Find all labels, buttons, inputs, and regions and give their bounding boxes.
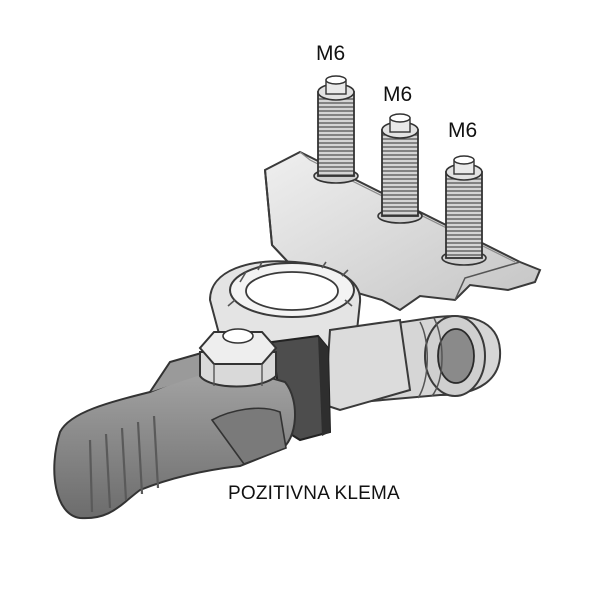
diagram-caption: POZITIVNA KLEMA [228,483,400,504]
stud-middle [377,113,423,224]
stud-label-middle: M6 [383,83,413,106]
stud-label-right: M6 [448,119,478,142]
stud-label-left: M6 [316,42,346,65]
grip-handle [53,350,296,520]
stud-left [313,75,359,184]
hex-bolt [198,328,278,388]
stud-right [441,155,487,266]
